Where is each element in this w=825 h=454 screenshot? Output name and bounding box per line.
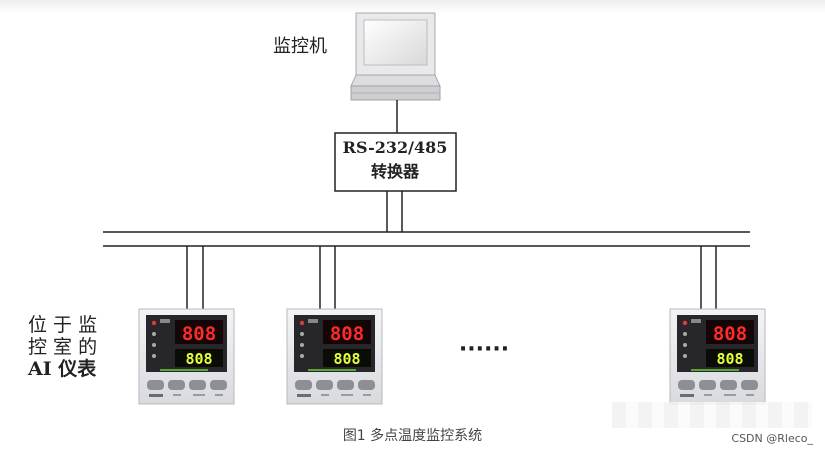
instrument-group-label-line2: 控 室 的 <box>28 336 97 358</box>
figure-caption: 图1 多点温度监控系统 <box>0 425 825 445</box>
instrument-n-pv-display: 808 <box>713 323 747 345</box>
converter-to-bus-connector <box>387 191 402 232</box>
instrument-2-pv-display: 808 <box>330 323 364 345</box>
ai-instrument-1: 808 808 <box>139 309 234 404</box>
converter-title: RS-232/485 <box>343 138 448 157</box>
computer-label: 监控机 <box>273 36 327 57</box>
computer-icon <box>351 13 440 100</box>
converter-subtitle: 转换器 <box>371 162 420 181</box>
instrument-ellipsis: ······ <box>459 337 509 362</box>
instrument-group-label-line1: 位 于 监 <box>28 314 97 336</box>
ai-instrument-n: 808 808 <box>670 309 765 404</box>
instrument-connectors <box>187 246 716 311</box>
bus-lines <box>103 232 750 246</box>
ai-instrument-2: 808 808 <box>287 309 382 404</box>
instrument-group-label-line3: AI 仪表 <box>27 357 97 380</box>
instrument-n-sv-display: 808 <box>716 350 743 368</box>
instrument-2-sv-display: 808 <box>333 350 360 368</box>
blurred-region <box>612 402 812 428</box>
instrument-1-sv-display: 808 <box>185 350 212 368</box>
watermark: CSDN @Rleco_ <box>731 432 813 445</box>
instrument-1-pv-display: 808 <box>182 323 216 345</box>
